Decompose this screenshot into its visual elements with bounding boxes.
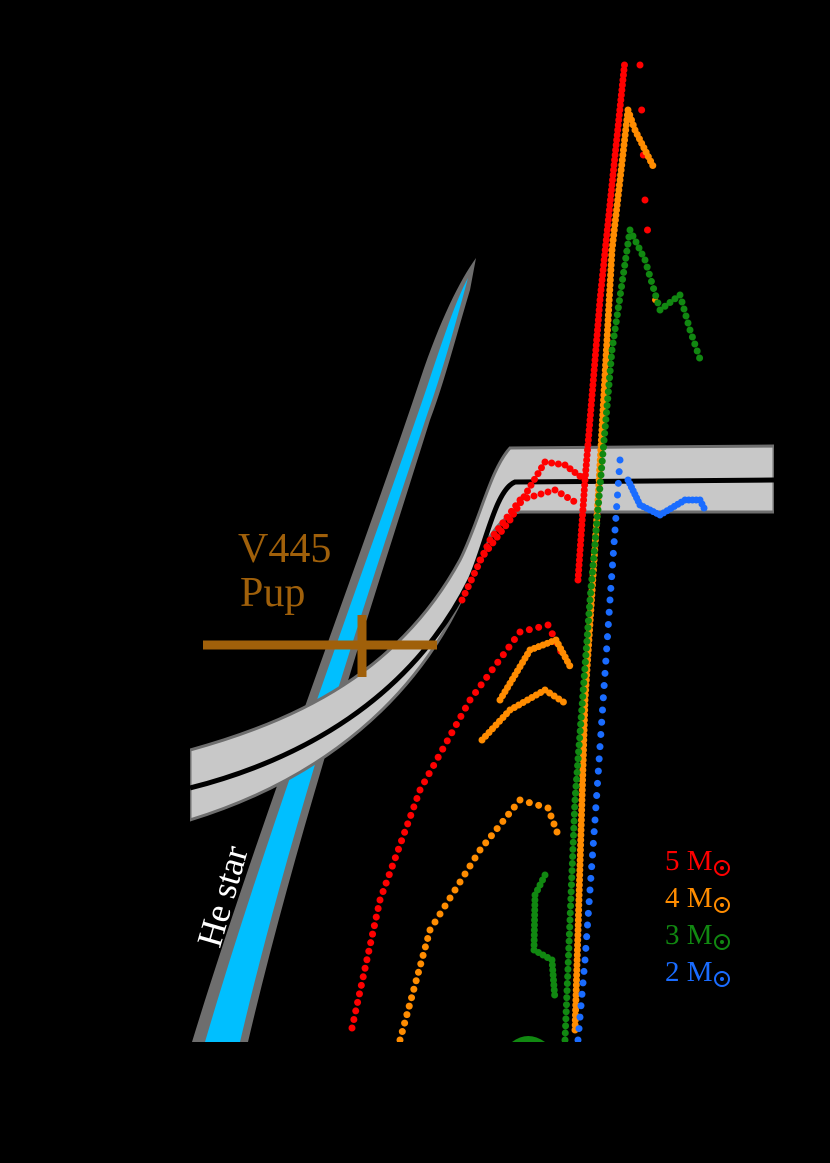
legend-item-4msun: 4 M — [665, 880, 730, 917]
legend-item-2msun: 2 M — [665, 954, 730, 991]
v445-label-line1: V445 — [238, 526, 332, 572]
v445-label-line2: Pup — [240, 570, 306, 616]
track-4msun — [396, 106, 658, 1042]
sun-symbol-icon — [713, 934, 730, 950]
sun-symbol-icon — [713, 897, 730, 913]
track-5msun — [348, 61, 651, 1032]
legend: 5 M 4 M 3 M 2 M — [665, 843, 730, 991]
legend-label: 5 M — [665, 845, 713, 877]
sun-symbol-icon — [713, 971, 730, 987]
legend-item-3msun: 3 M — [665, 917, 730, 954]
v445-pup-label: V445 Pup — [238, 527, 331, 615]
he-star-strip — [192, 258, 476, 1042]
sun-symbol-icon — [713, 860, 730, 876]
legend-item-5msun: 5 M — [665, 843, 730, 880]
track-2msun — [574, 456, 708, 1042]
v445-pup-marker — [203, 615, 437, 677]
legend-label: 2 M — [665, 956, 713, 988]
legend-label: 4 M — [665, 882, 713, 914]
track-3msun — [512, 226, 704, 1042]
gray-band — [190, 444, 774, 822]
legend-label: 3 M — [665, 919, 713, 951]
